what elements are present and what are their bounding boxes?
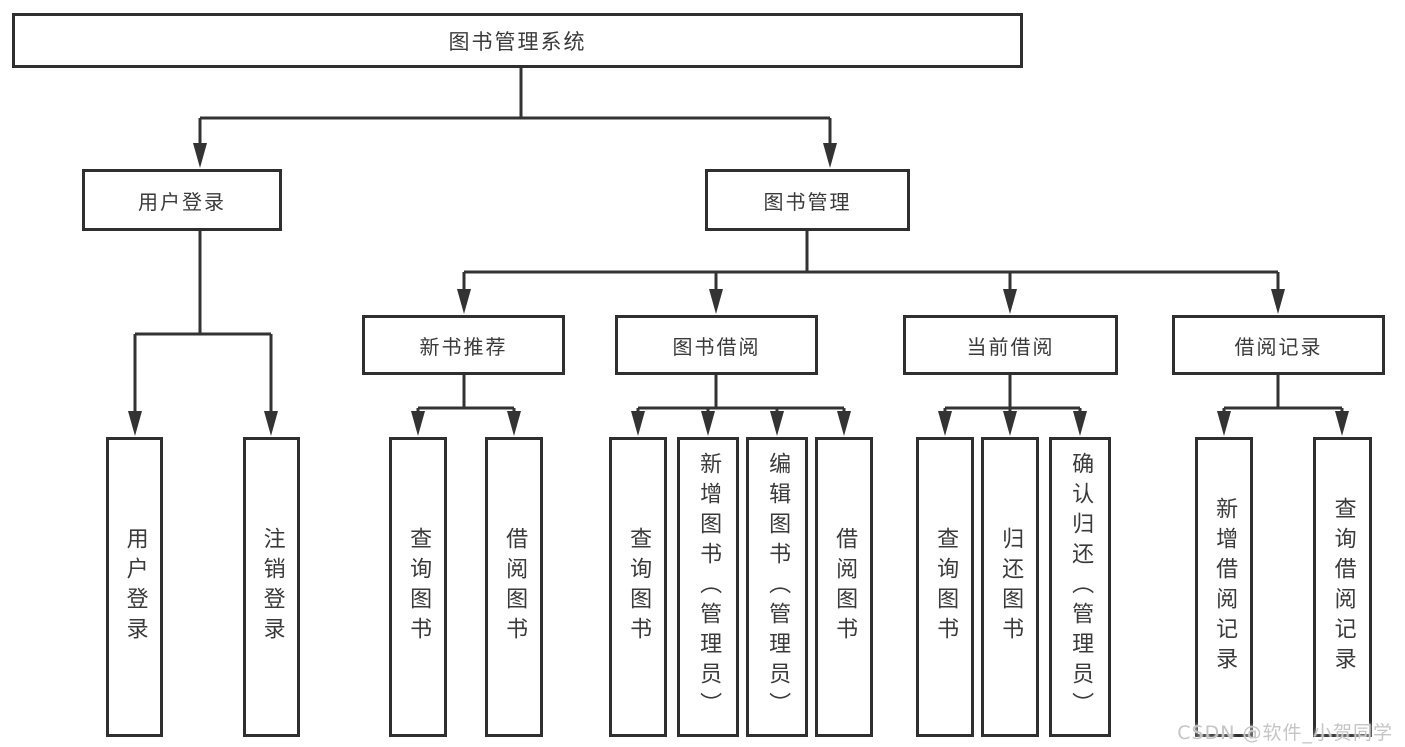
leaf-add-borrow-record: 新增借阅记录 — [1195, 437, 1253, 737]
arrow-down-icon — [631, 411, 645, 436]
leaf-borrow-books-recommend: 借阅图书 — [485, 437, 543, 737]
arrow-down-icon — [1335, 411, 1349, 436]
leaf-user-login: 用户登录 — [106, 437, 163, 737]
node-current-borrowing: 当前借阅 — [903, 315, 1118, 375]
arrow-down-icon — [128, 411, 142, 436]
node-new-book-recommendation: 新书推荐 — [362, 315, 565, 375]
arrow-down-icon — [823, 143, 837, 168]
leaf-query-books-borrow: 查询图书 — [609, 437, 667, 737]
arrow-down-icon — [1271, 289, 1285, 314]
leaf-edit-books-admin: 编辑图书（管理员） — [746, 437, 808, 737]
node-label: 图书管理 — [763, 189, 852, 214]
leaf-label: 查询图书 — [406, 527, 432, 647]
leaf-add-books-admin: 新增图书（管理员） — [677, 437, 739, 737]
arrow-down-icon — [457, 289, 471, 314]
leaf-label: 用户登录 — [122, 527, 148, 647]
arrow-down-icon — [264, 411, 278, 436]
arrow-down-icon — [193, 143, 207, 168]
arrow-down-icon — [701, 411, 715, 436]
arrow-down-icon — [709, 289, 723, 314]
arrow-down-icon — [938, 411, 952, 436]
leaf-query-books-recommend: 查询图书 — [389, 437, 447, 737]
node-label: 图书管理系统 — [448, 29, 587, 54]
node-user-login: 用户登录 — [82, 169, 282, 231]
arrow-down-icon — [1003, 289, 1017, 314]
connector-root-to-level2 — [198, 68, 832, 150]
leaf-label: 借阅图书 — [832, 527, 858, 647]
node-label: 图书借阅 — [672, 334, 761, 359]
connector-borrow-records-to-leaves — [1222, 375, 1344, 418]
leaf-logout: 注销登录 — [243, 437, 300, 737]
node-library-management-system: 图书管理系统 — [12, 13, 1023, 68]
node-book-management: 图书管理 — [705, 169, 910, 231]
node-label: 当前借阅 — [966, 334, 1055, 359]
csdn-watermark: CSDN @软件_小贺同学 — [1177, 722, 1393, 744]
leaf-label: 注销登录 — [259, 527, 285, 647]
arrow-down-icon — [1003, 411, 1017, 436]
arrow-down-icon — [837, 411, 851, 436]
leaf-label: 查询借阅记录 — [1330, 497, 1356, 677]
connector-new-book-to-leaves — [416, 375, 516, 418]
leaf-label: 新增借阅记录 — [1212, 497, 1238, 677]
leaf-label: 查询图书 — [626, 527, 652, 647]
node-borrowing-records: 借阅记录 — [1172, 315, 1385, 375]
connector-user-login-to-leaves — [133, 231, 273, 418]
leaf-label: 新增图书（管理员） — [696, 452, 722, 722]
leaf-label: 确认归还（管理员） — [1068, 452, 1094, 722]
leaf-query-borrow-record: 查询借阅记录 — [1313, 437, 1372, 737]
node-label: 借阅记录 — [1234, 334, 1323, 359]
node-label: 用户登录 — [138, 189, 226, 214]
connector-book-management-to-level3 — [462, 231, 1280, 296]
node-label: 新书推荐 — [419, 334, 508, 359]
arrow-down-icon — [411, 411, 425, 436]
arrow-down-icon — [1073, 411, 1087, 436]
arrow-down-icon — [1217, 411, 1231, 436]
leaf-confirm-return-admin: 确认归还（管理员） — [1049, 437, 1111, 737]
connector-book-borrow-to-leaves — [636, 375, 846, 418]
connector-current-borrow-to-leaves — [943, 375, 1082, 418]
leaf-label: 查询图书 — [933, 527, 959, 647]
node-book-borrowing: 图书借阅 — [615, 315, 818, 375]
arrow-down-icon — [507, 411, 521, 436]
leaf-query-books-current: 查询图书 — [916, 437, 974, 737]
leaf-label: 编辑图书（管理员） — [765, 452, 791, 722]
arrow-down-icon — [770, 411, 784, 436]
leaf-borrow-books: 借阅图书 — [815, 437, 873, 737]
leaf-label: 归还图书 — [998, 527, 1024, 647]
leaf-label: 借阅图书 — [502, 527, 528, 647]
leaf-return-books: 归还图书 — [981, 437, 1039, 737]
